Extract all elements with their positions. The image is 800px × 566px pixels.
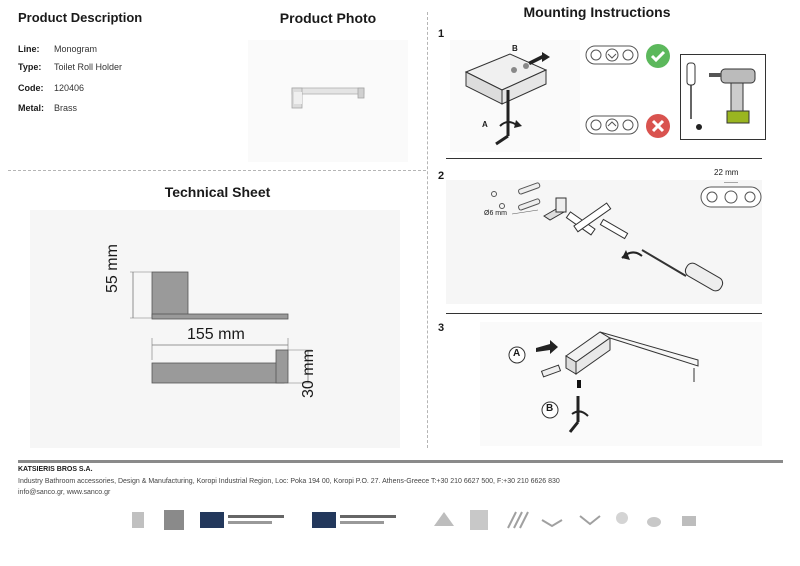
screwdriver-drill-icon bbox=[686, 62, 756, 130]
mounting-instructions-title: Mounting Instructions bbox=[523, 4, 671, 20]
spec-type: Type: Toilet Roll Holder bbox=[18, 62, 122, 72]
vertical-divider bbox=[427, 12, 428, 448]
spacing-callout: 22 mm bbox=[700, 168, 762, 212]
step-divider-1 bbox=[446, 158, 762, 159]
step-2-illustration bbox=[446, 180, 762, 304]
spec-code-key: Code: bbox=[18, 83, 44, 93]
height-dimension: 55 mm bbox=[104, 244, 121, 293]
plate-wrong-icon bbox=[585, 115, 639, 135]
company-address: Industry Bathroom accessories, Design & … bbox=[18, 478, 560, 485]
spec-line: Line: Monogram bbox=[18, 44, 97, 54]
hotels-badge-icon bbox=[132, 510, 184, 530]
step-3-a-badge bbox=[508, 346, 526, 364]
step-1-label-a: A bbox=[482, 120, 488, 129]
horizontal-divider bbox=[8, 170, 426, 171]
spec-code-value: 120406 bbox=[54, 83, 85, 93]
step-3-svg bbox=[536, 331, 699, 433]
step-3-illustration bbox=[480, 322, 762, 446]
technical-drawing bbox=[30, 210, 400, 448]
step-1-number: 1 bbox=[438, 28, 445, 40]
step-3-label-a: A bbox=[513, 348, 521, 359]
care-symbols-icon bbox=[434, 510, 696, 530]
step-2-svg bbox=[491, 182, 724, 292]
spec-metal: Metal: Brass bbox=[18, 103, 77, 113]
side-view-arm bbox=[151, 313, 289, 320]
spec-line-value: Monogram bbox=[54, 44, 98, 54]
depth-dimension: 30 mm bbox=[300, 349, 317, 398]
step-1-svg bbox=[464, 52, 550, 146]
plate-correct-icon bbox=[585, 45, 639, 65]
check-icon bbox=[646, 44, 670, 68]
spec-code: Code: 120406 bbox=[18, 83, 84, 93]
footer-rule bbox=[18, 460, 783, 463]
anchor-size-label: Ø6 mm bbox=[484, 210, 507, 217]
technical-drawing-svg bbox=[130, 271, 312, 384]
environmental-iso-badge-icon bbox=[312, 512, 396, 528]
spacing-label: 22 mm bbox=[714, 168, 739, 177]
step-3-label-b: B bbox=[546, 403, 554, 414]
step-3-number: 3 bbox=[438, 322, 445, 334]
step-1-label-b: B bbox=[512, 44, 518, 53]
plate-spacing-icon bbox=[700, 181, 762, 208]
step-1-illustration bbox=[450, 40, 580, 152]
technical-sheet-title: Technical Sheet bbox=[164, 184, 271, 200]
quality-iso-badge-icon bbox=[200, 512, 284, 528]
spec-line-key: Line: bbox=[18, 44, 40, 54]
top-view-body bbox=[151, 362, 285, 384]
width-dimension: 155 mm bbox=[187, 326, 245, 343]
cross-icon bbox=[646, 114, 670, 138]
step-3-b-badge bbox=[541, 401, 559, 419]
top-view-end bbox=[275, 349, 289, 384]
product-photo bbox=[248, 40, 408, 162]
spec-metal-value: Brass bbox=[54, 103, 78, 113]
product-description-title: Product Description bbox=[18, 10, 143, 25]
side-view-plate bbox=[151, 271, 189, 319]
tools-box bbox=[680, 54, 766, 140]
company-name: KATSIERIS BROS S.A. bbox=[18, 466, 93, 473]
step-2-number: 2 bbox=[438, 170, 445, 182]
spec-metal-key: Metal: bbox=[18, 103, 45, 113]
step-divider-2 bbox=[446, 313, 762, 314]
product-photo-title: Product Photo bbox=[279, 10, 377, 26]
spec-type-value: Toilet Roll Holder bbox=[54, 62, 123, 72]
spec-type-key: Type: bbox=[18, 62, 42, 72]
toilet-roll-holder-photo bbox=[291, 87, 365, 109]
company-contact: info@sanco.gr, www.sanco.gr bbox=[18, 489, 111, 496]
